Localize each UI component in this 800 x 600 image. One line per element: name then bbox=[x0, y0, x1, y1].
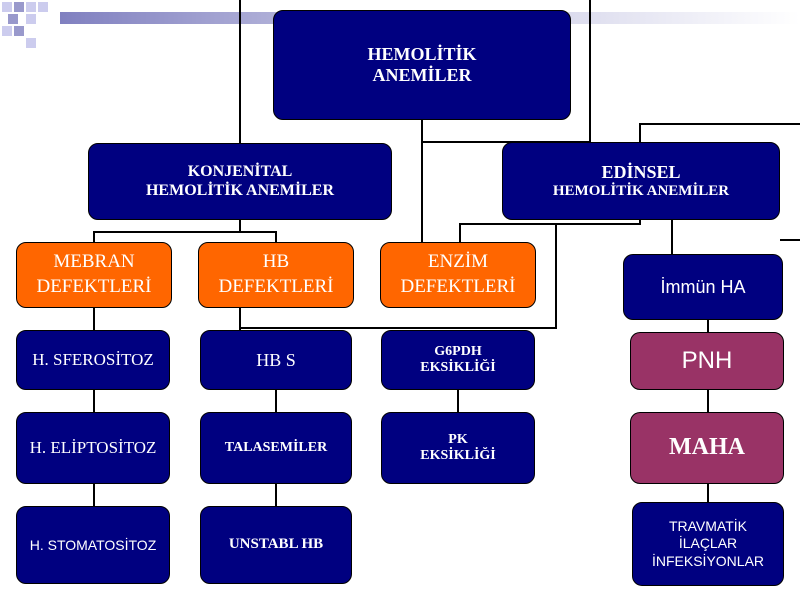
root-node-hemolitik-anemiler: HEMOLİTİK ANEMİLER bbox=[273, 10, 571, 120]
decorative-corner-squares bbox=[0, 0, 60, 50]
node-pnh: PNH bbox=[630, 332, 784, 390]
edinsel-title: EDİNSEL bbox=[601, 162, 681, 183]
node-edinsel: EDİNSEL HEMOLİTİK ANEMİLER bbox=[502, 142, 780, 220]
node-immun-ha: İmmün HA bbox=[623, 254, 783, 320]
connector-line bbox=[421, 0, 591, 242]
connector-line bbox=[639, 123, 800, 142]
node-h-sferositoz: H. SFEROSİTOZ bbox=[16, 330, 170, 390]
node-talasemiler: TALASEMİLER bbox=[200, 412, 352, 484]
connector-line bbox=[240, 224, 557, 329]
edinsel-subtitle: HEMOLİTİK ANEMİLER bbox=[552, 182, 730, 199]
node-enzim-defektleri: ENZİM DEFEKTLERİ bbox=[380, 242, 536, 308]
node-unstabl-hb: UNSTABL HB bbox=[200, 506, 352, 584]
node-travmatik-ilaclar-infeksiyonlar: TRAVMATİK İLAÇLAR İNFEKSİYONLAR bbox=[632, 502, 784, 586]
node-hb-defektleri: HB DEFEKTLERİ bbox=[198, 242, 354, 308]
node-konjenital: KONJENİTAL HEMOLİTİK ANEMİLER bbox=[88, 143, 392, 220]
node-maha: MAHA bbox=[630, 412, 784, 484]
node-hb-s: HB S bbox=[200, 330, 352, 390]
node-g6pdh-eksikligi: G6PDH EKSİKLİĞİ bbox=[381, 330, 535, 390]
node-h-stomatositoz: H. STOMATOSİTOZ bbox=[16, 506, 170, 584]
connector-line bbox=[459, 220, 641, 242]
connector-line bbox=[93, 220, 241, 242]
connector-line bbox=[240, 231, 277, 242]
node-mebran-defektleri: MEBRAN DEFEKTLERİ bbox=[16, 242, 172, 308]
node-h-eliptositoz: H. ELİPTOSİTOZ bbox=[16, 412, 170, 484]
node-pk-eksikligi: PK EKSİKLİĞİ bbox=[381, 412, 535, 484]
